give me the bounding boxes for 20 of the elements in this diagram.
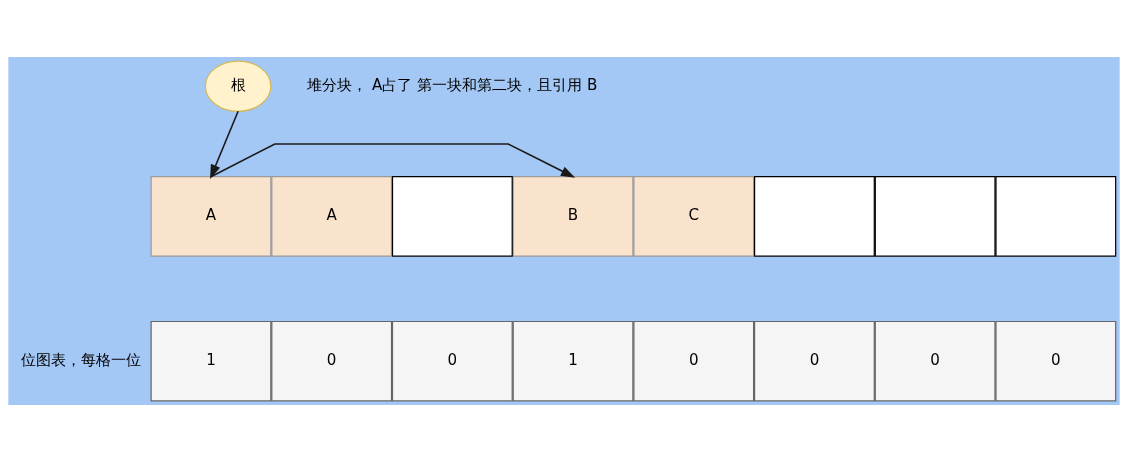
node-box: 0 [391,320,513,402]
node-box: 0 [633,320,755,402]
node-box: 0 [271,320,393,402]
node-box: A [271,176,393,257]
node-box: 0 [754,320,875,402]
node-box [754,176,875,257]
node-box [391,176,513,257]
arrow [210,143,576,178]
node-box: A [150,176,272,257]
node-box: 1 [150,320,272,402]
node-box: 1 [512,320,634,402]
node-box: 0 [874,320,996,402]
node-box [874,176,996,257]
node-ellipse: 根 [204,60,272,112]
label: 堆分块， A占了 第一块和第二块，且引用 B [307,75,598,94]
node-box: C [633,176,755,257]
node-box: B [512,176,634,257]
node-box [995,176,1117,257]
arrow [210,110,239,179]
node-box: 0 [995,320,1117,402]
